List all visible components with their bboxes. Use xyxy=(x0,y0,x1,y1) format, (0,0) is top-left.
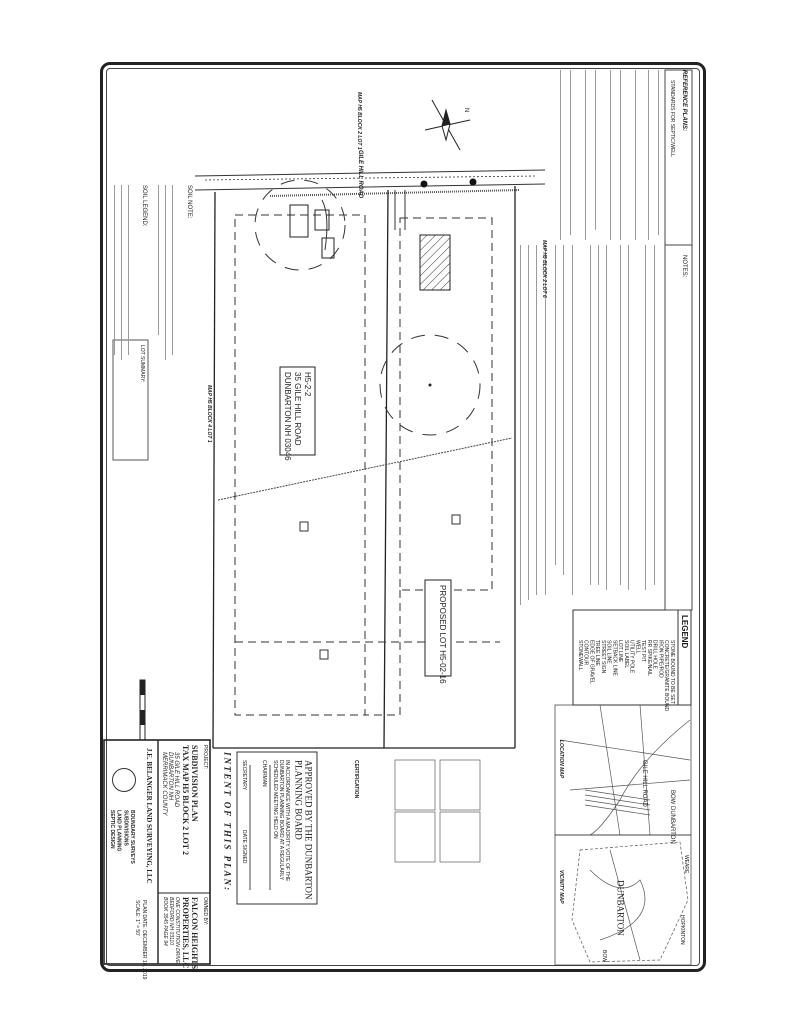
setback-lines xyxy=(234,214,500,716)
plan-scale: SCALE: 1" = 50' xyxy=(133,900,140,936)
existing-lot-label-box xyxy=(279,366,316,456)
project-county: MERRIMACK COUNTY xyxy=(160,752,167,816)
owner-deed: BOOK 3545 PAGE 94 xyxy=(161,897,168,946)
plan-date: PLAN DATE: DECEMBER 10, 2019 xyxy=(140,900,147,980)
legend-item: WELL xyxy=(634,640,641,654)
gile-hill-road xyxy=(194,169,546,197)
existing-garage xyxy=(314,209,330,231)
project-heading: PROJECT: xyxy=(201,745,208,770)
vicinity-map-heading: VICINITY MAP xyxy=(557,870,564,904)
abutter-east-label: MAP H5 BLOCK 2 LOT 6 xyxy=(540,240,547,298)
north-label: N xyxy=(462,108,469,113)
location-map-heading: LOCATION MAP xyxy=(557,740,564,779)
title-block xyxy=(103,739,211,965)
legend-items: STONE BOUND TO BE SET CONCRETE/GRANITE B… xyxy=(576,640,675,712)
legend-item: CONTOUR xyxy=(582,640,589,666)
approval-body: SCHEDULED MEETING HELD ON xyxy=(271,760,278,839)
legend-item: LOT LINE xyxy=(617,640,623,663)
existing-lot-town: DUNBARTON NH 03046 xyxy=(283,372,293,461)
bar-scale xyxy=(139,679,146,741)
owner-heading: OWNED BY: xyxy=(201,897,208,926)
legend-item: UTILITY POLE xyxy=(628,640,635,674)
legend-item: RR SPIKE/NAIL xyxy=(645,640,652,676)
secretary-signature-line: SECRETARY xyxy=(240,760,247,791)
approval-box xyxy=(236,751,318,905)
well-radius-existing xyxy=(254,179,346,271)
tax-map-id: TAX MAP H5 BLOCK 2 LOT 2 xyxy=(181,745,191,855)
legend-item: CONCRETE/GRANITE BOUND xyxy=(663,640,669,712)
proposed-septic-area xyxy=(419,234,451,291)
approval-body: IN ACCORDANCE WITH A MAJORITY VOTE OF TH… xyxy=(283,760,290,882)
road-label: GILE HILL ROAD xyxy=(356,150,363,199)
vicinity-label: WEARE xyxy=(682,855,689,874)
legend-item: DRILL HOLE xyxy=(651,640,658,669)
well-radius xyxy=(379,334,481,436)
lot-lines xyxy=(212,186,516,749)
vicinity-label: BOW xyxy=(600,950,607,962)
certification-heading: CERTIFICATION xyxy=(352,760,359,799)
legend-item: SOIL LABEL xyxy=(622,640,629,669)
approval-heading-1: APPROVED BY THE DUNBARTON xyxy=(303,760,314,900)
legend-heading: LEGEND xyxy=(680,615,690,649)
company-compass-logo-icon xyxy=(112,768,136,792)
notes-box xyxy=(664,69,693,611)
legend-item: STONEWALL xyxy=(576,640,583,671)
legend-item: EDGE OF GRAVEL xyxy=(588,640,595,684)
existing-lot-id: H5-2-2 xyxy=(303,372,313,397)
lot-summary-heading: LOT SUMMARY: xyxy=(138,345,145,383)
reference-plans-heading: REFERENCE PLANS: xyxy=(680,70,687,132)
abutter-south-label: MAP H5 BLOCK 4 LOT 1 xyxy=(205,385,212,443)
legend-item: IRON PIPE/ROD xyxy=(657,640,664,678)
service-item: BOUNDARY SURVEYS xyxy=(129,810,135,864)
company-services: BOUNDARY SURVEYS SUBDIVISIONS LAND PLANN… xyxy=(108,810,135,864)
soil-note-heading: SOIL NOTE: xyxy=(185,185,192,219)
soil-line xyxy=(217,437,513,501)
approval-heading-2: PLANNING BOARD xyxy=(293,760,304,840)
service-item: LAND PLANNING xyxy=(115,810,122,852)
standards-heading: STANDARDS FOR SEPTIC/WELL xyxy=(668,80,675,157)
owner-name: FALCON HEIGHTS xyxy=(190,897,200,970)
abutter-north-label: MAP H5 BLOCK 2 LOT 1 xyxy=(355,92,362,150)
legend-box xyxy=(572,609,692,706)
vicinity-label: HOPKINTON xyxy=(678,915,685,945)
legend-item: SOIL LINE xyxy=(605,640,612,664)
vicinity-map xyxy=(554,834,692,966)
owner-street: ONE CONSTITUTION DRIVE xyxy=(173,897,180,964)
north-arrow xyxy=(424,99,471,151)
chairman-signature-line: CHAIRMAN xyxy=(260,760,267,787)
service-item: SEPTIC DESIGN xyxy=(108,810,115,849)
lot-summary-box xyxy=(112,339,149,461)
sheet-border xyxy=(100,62,706,972)
service-item: SUBDIVISIONS xyxy=(122,810,129,846)
legend-item: STREET SIGN xyxy=(599,640,606,674)
existing-lot-address: 35 GILE HILL ROAD xyxy=(293,372,303,446)
project-address: 35 GILE HILL ROAD xyxy=(172,752,179,808)
owner-name: PROPERTIES, LLC xyxy=(181,897,191,969)
approval-body: DUNBARTON PLANNING BOARD AT A REGULARLY xyxy=(277,760,284,881)
proposed-lot-label-box xyxy=(424,579,452,677)
intent-heading: INTENT OF THIS PLAN: xyxy=(222,752,233,893)
plan-title: SUBDIVISION PLAN xyxy=(190,745,200,822)
notes-heading: NOTES: xyxy=(680,255,687,278)
proposed-lot-label: PROPOSED LOT H5-02-16 xyxy=(438,585,448,684)
vicinity-label: DUNBARTON xyxy=(615,880,626,936)
existing-house xyxy=(289,204,309,238)
owner-city: BEDFORD NH 03110 xyxy=(167,897,174,945)
location-town-label: BOW DUNBARTON xyxy=(668,790,675,844)
legend-item: TREE LINE xyxy=(594,640,600,666)
legend-item: SETBACK LINE xyxy=(611,640,618,676)
location-road-label: GILE HILL ROAD xyxy=(640,760,647,807)
legend-item: STONE BOUND TO BE SET xyxy=(668,640,675,704)
soil-legend-heading: SOIL LEGEND: xyxy=(140,185,147,227)
date-signed-line: DATE SIGNED xyxy=(240,830,247,864)
company-name: J.E. BELANGER LAND SURVEYING, LLC xyxy=(145,748,154,884)
project-town: DUNBARTON NH xyxy=(166,752,173,801)
legend-item: TEST PIT xyxy=(640,640,646,662)
